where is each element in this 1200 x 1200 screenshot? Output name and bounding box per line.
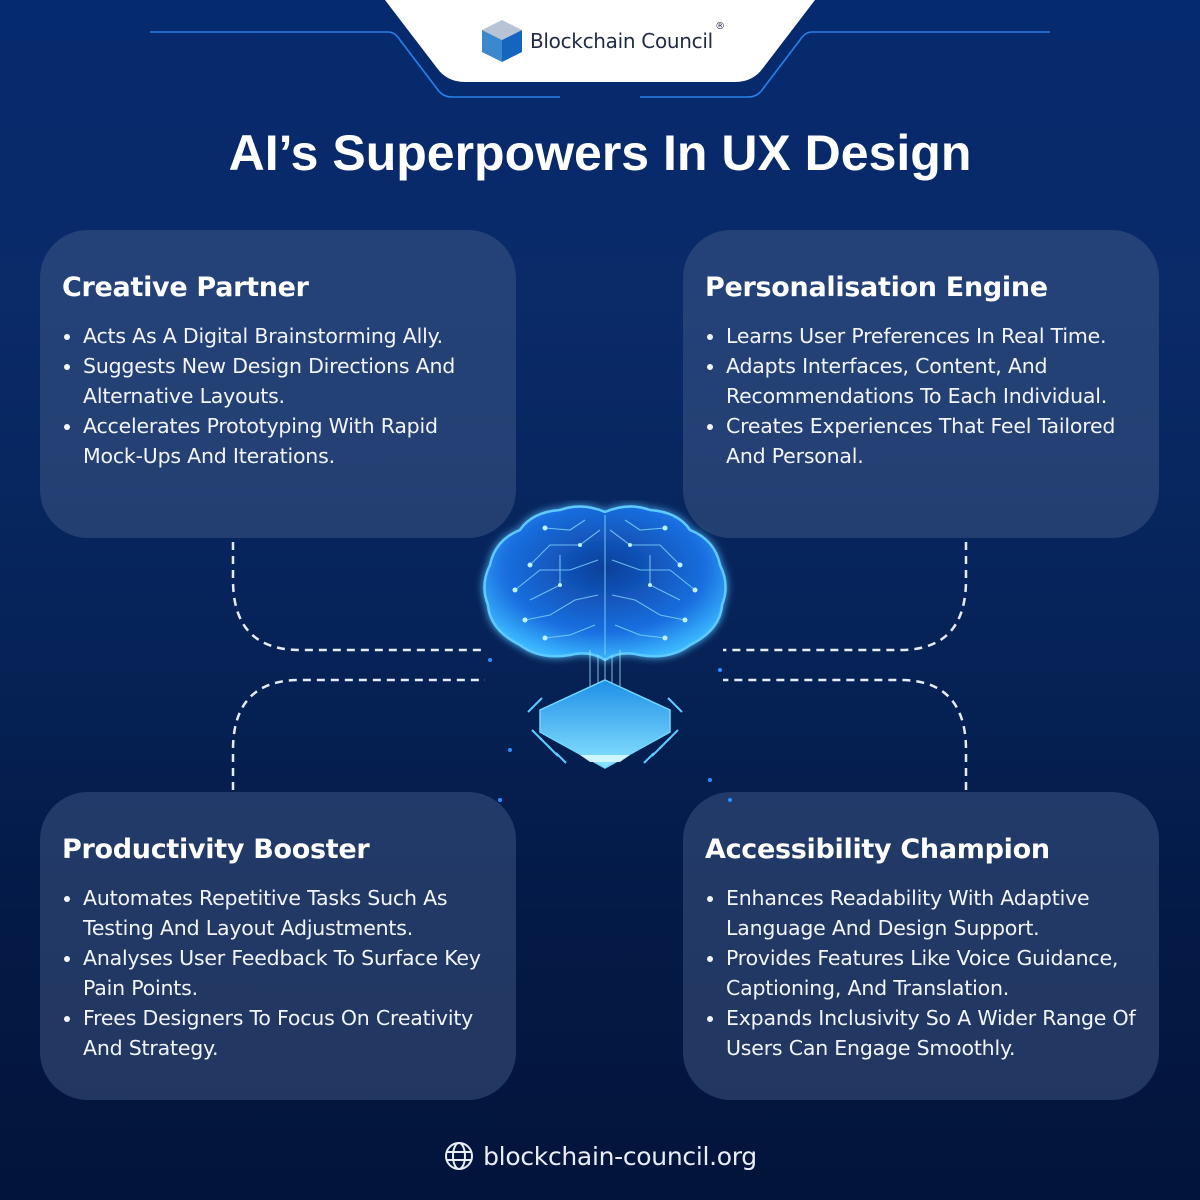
card-accessibility-champion: Accessibility Champion Enhances Readabil… (683, 792, 1159, 1100)
card-creative-partner: Creative Partner Acts As A Digital Brain… (40, 230, 516, 538)
registered-mark: ® (715, 21, 725, 32)
globe-icon (445, 1142, 474, 1170)
list-item: Automates Repetitive Tasks Such As Testi… (64, 883, 494, 943)
list-item: Enhances Readability With Adaptive Langu… (707, 883, 1137, 943)
brand-name: Blockchain Council® (530, 21, 725, 53)
list-item: Acts As A Digital Brainstorming Ally. (64, 321, 494, 351)
list-item: Learns User Preferences In Real Time. (707, 321, 1137, 351)
brain-chip-icon (483, 505, 732, 802)
footer: blockchain-council.org (0, 1140, 1200, 1172)
card-title: Personalisation Engine (705, 272, 1048, 303)
card-title: Accessibility Champion (705, 834, 1050, 865)
website-link[interactable]: blockchain-council.org (483, 1141, 757, 1171)
cube-icon (482, 20, 522, 62)
bullet-list: Automates Repetitive Tasks Such As Testi… (62, 883, 494, 1063)
card-personalisation-engine: Personalisation Engine Learns User Prefe… (683, 230, 1159, 538)
list-item: Analyses User Feedback To Surface Key Pa… (64, 943, 494, 1003)
list-item: Creates Experiences That Feel Tailored A… (707, 411, 1137, 471)
list-item: Suggests New Design Directions And Alter… (64, 351, 494, 411)
card-title: Creative Partner (62, 272, 309, 303)
list-item: Provides Features Like Voice Guidance, C… (707, 943, 1137, 1003)
list-item: Frees Designers To Focus On Creativity A… (64, 1003, 494, 1063)
header-tab (385, 0, 815, 82)
decorative-glow-lines (150, 31, 1050, 98)
bullet-list: Enhances Readability With Adaptive Langu… (705, 883, 1137, 1063)
bullet-list: Learns User Preferences In Real Time. Ad… (705, 321, 1137, 471)
brand-logo[interactable]: Blockchain Council® (480, 18, 725, 64)
list-item: Adapts Interfaces, Content, And Recommen… (707, 351, 1137, 411)
list-item: Accelerates Prototyping With Rapid Mock-… (64, 411, 494, 471)
list-item: Expands Inclusivity So A Wider Range Of … (707, 1003, 1137, 1063)
card-title: Productivity Booster (62, 834, 370, 865)
page-title: AI’s Superpowers In UX Design (228, 125, 972, 181)
bullet-list: Acts As A Digital Brainstorming Ally. Su… (62, 321, 494, 471)
card-productivity-booster: Productivity Booster Automates Repetitiv… (40, 792, 516, 1100)
